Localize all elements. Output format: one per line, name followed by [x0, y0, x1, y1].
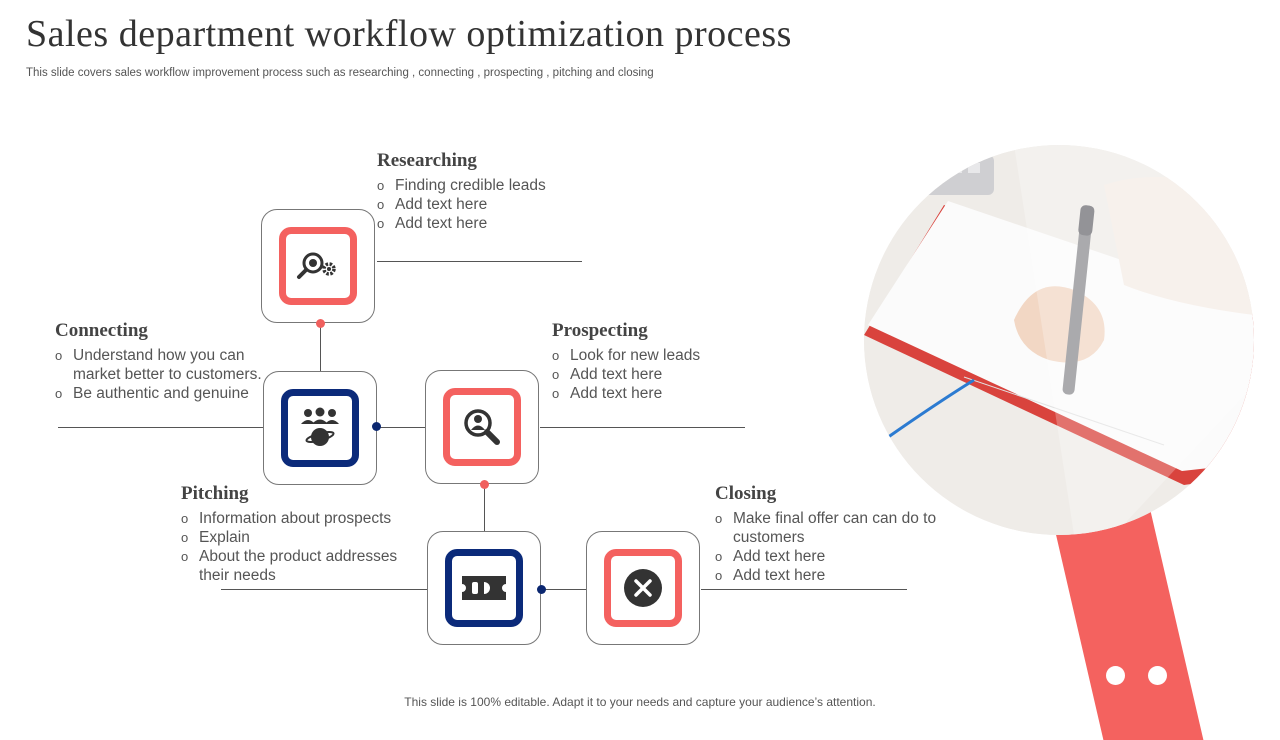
closing-item: Add text here — [715, 566, 940, 585]
close-circle-icon — [624, 569, 662, 607]
connecting-list: Understand how you can market better to … — [55, 346, 273, 403]
prospecting-block: Prospecting Look for new leads Add text … — [552, 320, 772, 403]
closing-item: Add text here — [715, 547, 940, 566]
connecting-item: Understand how you can market better to … — [55, 346, 273, 384]
closing-list: Make final offer can can do to customers… — [715, 509, 940, 585]
researching-item: Finding credible leads — [377, 176, 597, 195]
handle-dot — [1148, 666, 1167, 685]
team-network-icon — [301, 407, 339, 446]
pitching-item: Explain — [181, 528, 416, 547]
connector-prospecting-pitching — [484, 484, 485, 531]
pitching-item: About the product addresses their needs — [181, 547, 416, 585]
prospecting-item: Add text here — [552, 365, 772, 384]
pitching-block: Pitching Information about prospects Exp… — [181, 483, 416, 585]
connecting-item: Be authentic and genuine — [55, 384, 273, 403]
pitching-connector-dot — [537, 585, 546, 594]
prospecting-underline — [540, 427, 745, 428]
page-subtitle: This slide covers sales workflow improve… — [26, 67, 654, 79]
pitching-heading: Pitching — [181, 483, 249, 504]
closing-icon-box — [586, 531, 700, 645]
notebook-writing-illustration — [864, 145, 1254, 535]
researching-item: Add text here — [377, 195, 597, 214]
writing-photo — [864, 145, 1254, 535]
page-title: Sales department workflow optimization p… — [26, 13, 792, 55]
connecting-icon-box — [263, 371, 377, 485]
search-gear-icon — [297, 252, 336, 279]
prospecting-item: Look for new leads — [552, 346, 772, 365]
pitching-list: Information about prospects Explain Abou… — [181, 509, 416, 585]
researching-underline — [377, 261, 582, 262]
researching-item: Add text here — [377, 214, 597, 233]
researching-heading: Researching — [377, 150, 477, 171]
researching-block: Researching Finding credible leads Add t… — [377, 150, 597, 233]
connector-researching-connecting — [320, 323, 321, 371]
pitching-underline — [221, 589, 427, 590]
closing-underline — [701, 589, 907, 590]
prospecting-connector-dot — [480, 480, 489, 489]
prospecting-icon-box — [425, 370, 539, 484]
connector-pitching-closing — [541, 589, 587, 590]
closing-block: Closing Make final offer can can do to c… — [715, 483, 940, 585]
researching-list: Finding credible leads Add text here Add… — [377, 176, 597, 233]
researching-icon-box — [261, 209, 375, 323]
handle-dot — [1106, 666, 1125, 685]
connecting-block: Connecting Understand how you can market… — [55, 320, 273, 403]
connecting-heading: Connecting — [55, 320, 148, 341]
ticket-icon — [462, 576, 506, 600]
connector-connecting-prospecting — [377, 427, 425, 428]
prospecting-heading: Prospecting — [552, 320, 648, 341]
pitching-item: Information about prospects — [181, 509, 416, 528]
prospecting-list: Look for new leads Add text here Add tex… — [552, 346, 772, 403]
pitching-icon-box — [427, 531, 541, 645]
person-search-icon — [464, 409, 500, 445]
prospecting-item: Add text here — [552, 384, 772, 403]
connecting-underline — [58, 427, 263, 428]
connecting-connector-dot — [372, 422, 381, 431]
closing-heading: Closing — [715, 483, 777, 504]
closing-item: Make final offer can can do to customers — [715, 509, 940, 547]
researching-connector-dot — [316, 319, 325, 328]
footer-note: This slide is 100% editable. Adapt it to… — [404, 695, 876, 709]
